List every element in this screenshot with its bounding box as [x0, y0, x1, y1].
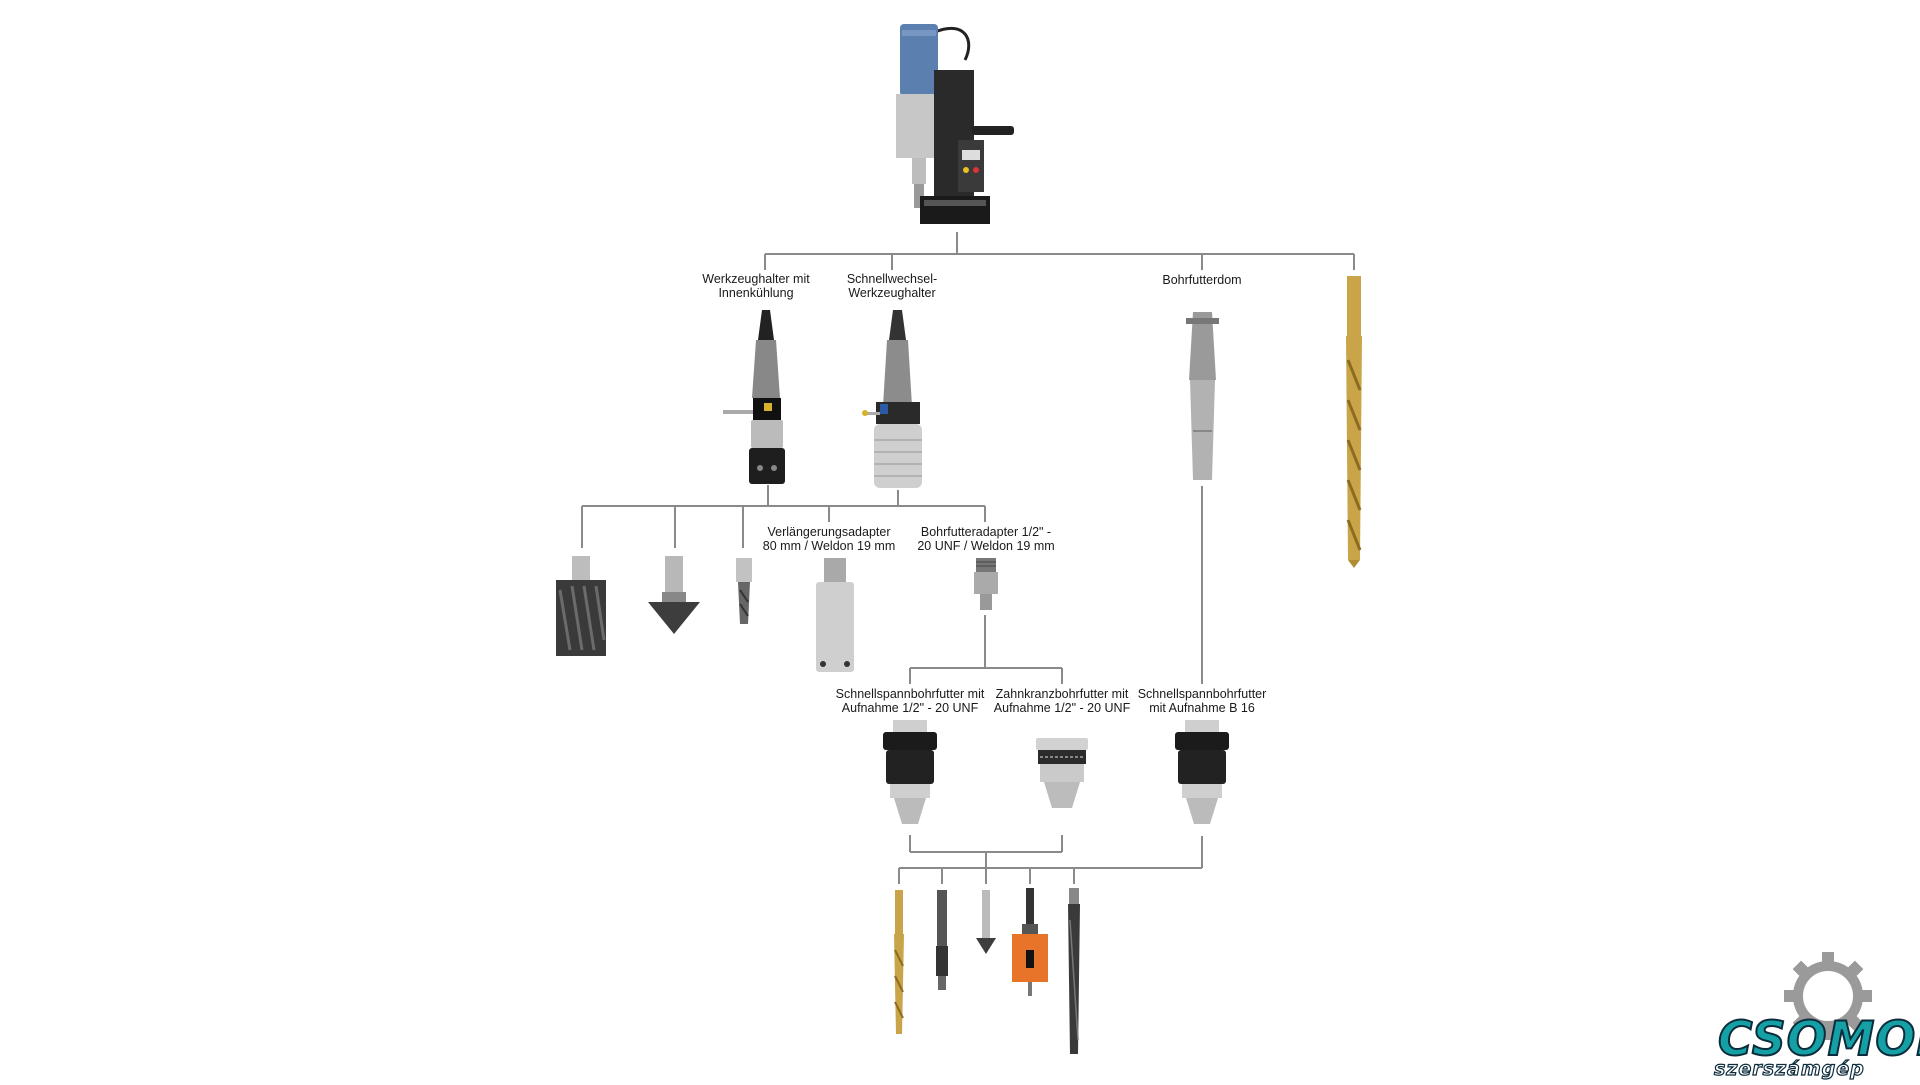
- label-schnellspann-b16: Schnellspannbohrfutter mit Aufnahme B 16: [1137, 687, 1267, 715]
- label-zahnkranz: Zahnkranzbohrfutter mit Aufnahme 1/2" - …: [993, 687, 1131, 715]
- connector-lines: [581, 232, 1355, 884]
- annular-cutter-icon: [556, 556, 606, 656]
- arbor-icon: [1186, 312, 1219, 480]
- countersink-icon: [648, 556, 700, 634]
- keyless-chuck-b16-icon: [1175, 720, 1229, 824]
- quick-change-holder-icon: [862, 310, 922, 488]
- label-bohrfutterdom: Bohrfutterdom: [1162, 273, 1242, 287]
- countersink-bit-icon: [976, 890, 996, 954]
- twist-drill-icon: [894, 890, 904, 1034]
- logo-subtitle: szerszámgép: [1713, 1057, 1865, 1080]
- hole-saw-icon: [1012, 888, 1048, 996]
- reamer-icon: [1068, 888, 1080, 1054]
- step-drill-icon: [936, 890, 948, 990]
- label-bohrfutteradapter: Bohrfutteradapter 1/2" - 20 UNF / Weldon…: [917, 525, 1055, 553]
- chuck-adapter-icon: [974, 558, 998, 610]
- magnetic-drill-icon: [896, 24, 1014, 224]
- key-chuck-icon: [1036, 738, 1088, 808]
- keyless-chuck-icon: [883, 720, 937, 824]
- label-schnellspann-unf: Schnellspannbohrfutter mit Aufnahme 1/2"…: [835, 687, 985, 715]
- csomor-logo: CSOMOR szerszámgép: [1710, 950, 1920, 1081]
- gear-icon: [1784, 952, 1872, 1040]
- label-werkzeughalter: Werkzeughalter mit Innenkühlung: [702, 272, 810, 300]
- long-twist-drill-icon: [1346, 276, 1362, 568]
- tool-holder-icon: [723, 310, 785, 484]
- logo-wordmark: CSOMOR: [1717, 1011, 1920, 1068]
- label-schnellwechsel: Schnellwechsel- Werkzeughalter: [846, 272, 938, 300]
- extension-adapter-icon: [816, 558, 854, 672]
- label-verlaengerung: Verlängerungsadapter 80 mm / Weldon 19 m…: [762, 525, 896, 553]
- short-drill-icon: [736, 558, 752, 624]
